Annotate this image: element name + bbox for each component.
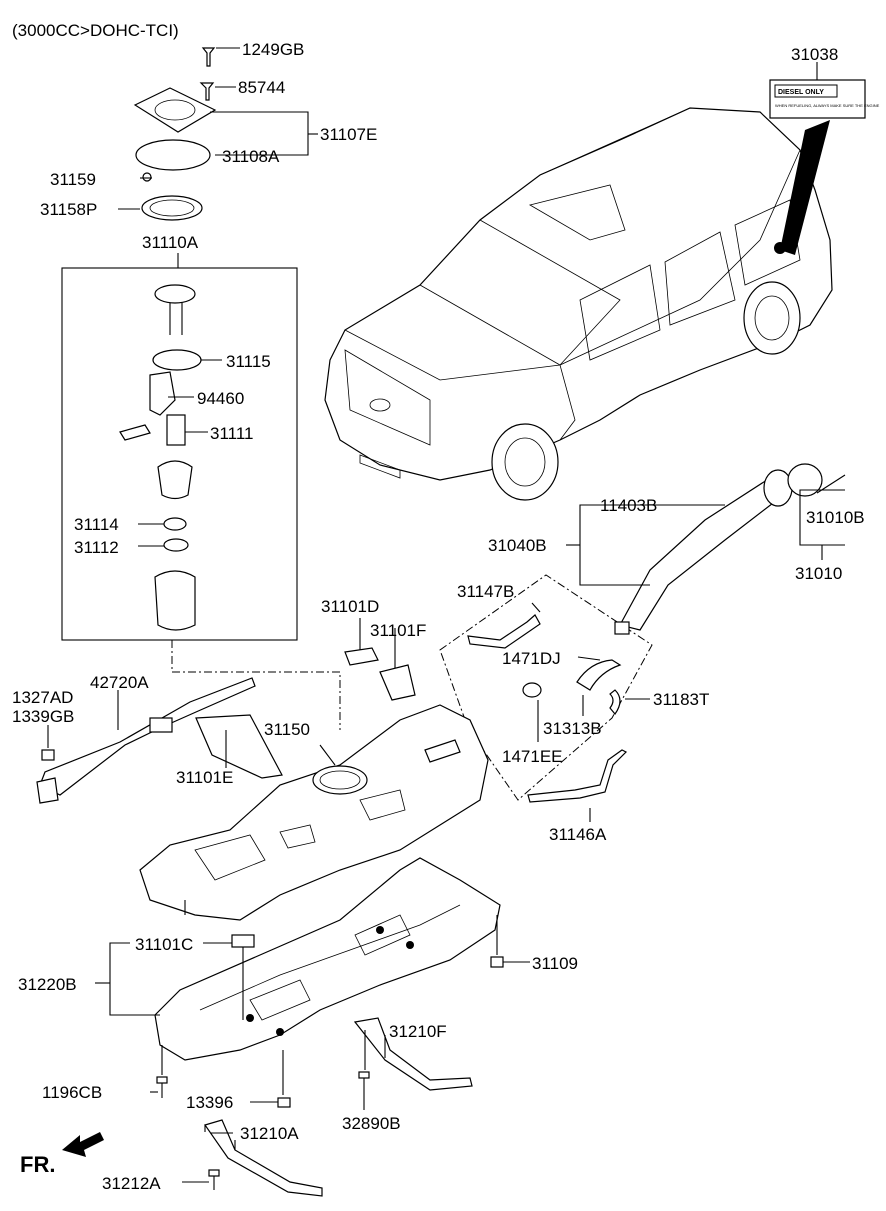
label-1471EE: 1471EE	[502, 747, 563, 766]
part-labels: 1249GB 85744 31107E 31108A 31159 31158P …	[12, 40, 865, 1193]
tank-straps	[204, 1017, 473, 1197]
fuel-pump-cover-assembly	[118, 47, 318, 221]
decal-fine-print: WHEN REFUELING, ALWAYS MAKE SURE THE ENG…	[775, 103, 880, 108]
label-11403B: 11403B	[600, 496, 657, 515]
label-31159: 31159	[50, 170, 96, 189]
label-31313B: 31313B	[543, 719, 602, 738]
fr-label: FR.	[20, 1152, 55, 1177]
label-32890B: 32890B	[342, 1114, 401, 1133]
fuel-pump-module-box	[61, 253, 298, 641]
label-31108A: 31108A	[222, 147, 280, 166]
fuel-tank	[139, 704, 489, 921]
label-1339GB: 1339GB	[12, 707, 74, 726]
label-31101C: 31101C	[135, 935, 193, 954]
label-31150: 31150	[264, 720, 310, 739]
vehicle-illustration	[324, 107, 833, 501]
label-94460: 94460	[197, 389, 244, 408]
label-31101E: 31101E	[176, 768, 233, 787]
label-1196CB: 1196CB	[42, 1083, 102, 1102]
label-13396: 13396	[186, 1093, 233, 1112]
engine-spec-header: (3000CC>DOHC-TCI)	[12, 21, 179, 40]
label-31146A: 31146A	[549, 825, 607, 844]
heat-shields	[36, 618, 416, 804]
label-31109: 31109	[532, 954, 578, 973]
label-31183T: 31183T	[653, 690, 709, 709]
label-31158P: 31158P	[40, 200, 97, 219]
label-1327AD: 1327AD	[12, 688, 73, 707]
label-31212A: 31212A	[102, 1174, 161, 1193]
skid-plate	[95, 857, 530, 1095]
label-31101D: 31101D	[321, 597, 379, 616]
front-direction-arrow: FR.	[20, 1132, 104, 1177]
label-31010B: 31010B	[806, 508, 865, 527]
label-31147B: 31147B	[457, 582, 514, 601]
filler-neck-assembly	[467, 463, 846, 822]
decal-title: DIESEL ONLY	[778, 89, 824, 96]
fasteners	[150, 1071, 370, 1190]
label-1471DJ: 1471DJ	[502, 649, 561, 668]
label-31112: 31112	[74, 538, 119, 557]
label-85744: 85744	[238, 78, 285, 97]
label-1249GB: 1249GB	[242, 40, 304, 59]
diesel-only-decal: DIESEL ONLY WHEN REFUELING, ALWAYS MAKE …	[769, 62, 880, 255]
label-31107E: 31107E	[320, 125, 377, 144]
label-42720A: 42720A	[90, 673, 149, 692]
label-31040B: 31040B	[488, 536, 547, 555]
label-31010: 31010	[795, 564, 842, 583]
label-31210F: 31210F	[389, 1022, 447, 1041]
label-31220B: 31220B	[18, 975, 77, 994]
label-31114: 31114	[74, 515, 119, 534]
label-31115: 31115	[226, 352, 271, 371]
label-31111: 31111	[210, 424, 254, 443]
label-31101F: 31101F	[370, 621, 426, 640]
label-31210A: 31210A	[240, 1124, 299, 1143]
label-31038: 31038	[791, 45, 838, 64]
label-31110A: 31110A	[142, 233, 199, 252]
